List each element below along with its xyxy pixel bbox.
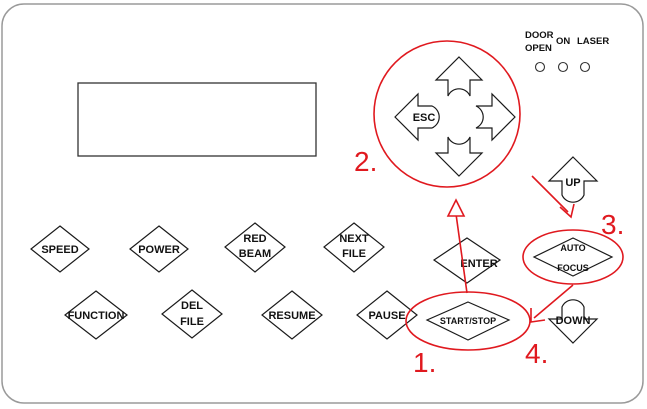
auto-focus-highlight-ellipse — [522, 229, 624, 285]
arrow-head-down — [530, 308, 546, 323]
start-stop-key[interactable]: START/STOP — [425, 301, 511, 341]
arrow-up-key[interactable] — [434, 56, 484, 97]
next-file-key-label-1: NEXT — [339, 233, 369, 245]
down-key[interactable]: DOWN — [547, 299, 599, 344]
del-file-key-label-1: DEL — [181, 300, 203, 312]
red-beam-key-label-2: BEAM — [239, 248, 271, 260]
annotation-step-3: 3. — [601, 209, 624, 240]
indicator-laser-label: LASER — [577, 36, 609, 47]
indicator-door-label: DOOR — [525, 30, 554, 41]
arrow-head-autofocus — [559, 203, 575, 219]
arrow-autofocus-to-down — [533, 284, 574, 319]
annotations — [373, 40, 624, 351]
status-indicators: DOOR OPEN ON LASER — [525, 30, 609, 73]
speed-key-label: SPEED — [41, 244, 78, 256]
red-beam-key-label-1: RED — [243, 233, 266, 245]
door-open-led-icon — [534, 61, 546, 73]
enter-key-label: ENTER — [460, 258, 497, 270]
on-led-icon — [557, 61, 569, 73]
down-key-label: DOWN — [556, 315, 591, 327]
function-key[interactable]: FUNCTION — [64, 290, 128, 340]
arrow-esc-to-autofocus — [531, 175, 569, 213]
start-stop-key-label: START/STOP — [440, 316, 496, 326]
arrow-head-esc — [446, 198, 466, 217]
pause-key-label: PAUSE — [368, 310, 405, 322]
del-file-key[interactable]: DEL FILE — [161, 289, 223, 339]
next-file-key-label-2: FILE — [342, 248, 366, 260]
arrow-down-key[interactable] — [434, 136, 484, 177]
annotation-step-4: 4. — [525, 338, 548, 369]
arrow-right-key[interactable] — [475, 92, 516, 142]
esc-key[interactable]: ESC — [394, 92, 440, 142]
indicator-on-label: ON — [556, 36, 570, 47]
enter-key[interactable]: ENTER — [432, 237, 502, 284]
auto-focus-key[interactable]: AUTO FOCUS — [532, 237, 614, 277]
resume-key-label: RESUME — [268, 310, 315, 322]
red-beam-key[interactable]: RED BEAM — [224, 222, 286, 273]
lcd-display — [77, 82, 317, 157]
esc-key-label: ESC — [413, 112, 436, 124]
auto-focus-key-label-1: AUTO — [560, 243, 585, 253]
function-key-label: FUNCTION — [68, 310, 125, 322]
power-key-label: POWER — [138, 244, 180, 256]
pause-key[interactable]: PAUSE — [356, 290, 418, 340]
annotation-step-1: 1. — [413, 347, 436, 378]
up-key-label: UP — [565, 177, 580, 189]
up-key[interactable]: UP — [547, 156, 599, 203]
indicator-open-label: OPEN — [525, 43, 552, 54]
arrow-start-to-esc — [455, 213, 468, 294]
del-file-key-label-2: FILE — [180, 316, 204, 328]
laser-led-icon — [579, 61, 591, 73]
resume-key[interactable]: RESUME — [261, 290, 323, 340]
esc-highlight-circle — [373, 40, 521, 188]
power-key[interactable]: POWER — [129, 225, 189, 273]
next-file-key[interactable]: NEXT FILE — [323, 222, 385, 273]
annotation-step-2: 2. — [354, 146, 377, 177]
speed-key[interactable]: SPEED — [30, 225, 90, 273]
auto-focus-key-label-2: FOCUS — [557, 263, 589, 273]
start-stop-highlight-ellipse — [405, 291, 531, 351]
